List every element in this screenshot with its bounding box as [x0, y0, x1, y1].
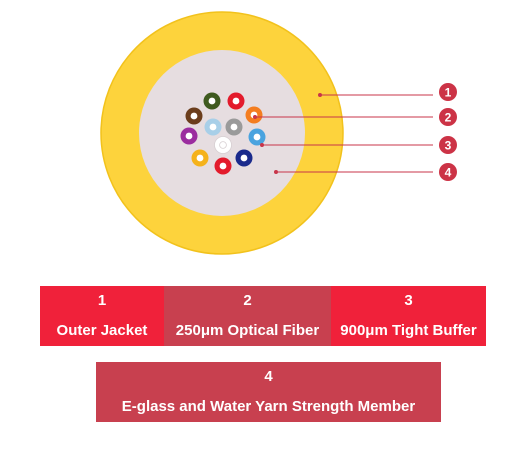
callout-number-4: 4: [445, 166, 452, 180]
legend-number: 2: [243, 292, 252, 309]
strength-member-core: [139, 50, 305, 216]
legend-optical-fiber: 2 250μm Optical Fiber: [164, 286, 331, 346]
callout-leaders: [253, 93, 433, 174]
legend-number: 1: [97, 292, 107, 309]
callout-number-1: 1: [445, 86, 452, 100]
legend-label: E-glass and Water Yarn Strength Member: [121, 398, 416, 415]
optical-fiber-red-lower: [219, 162, 227, 170]
optical-fiber-yellow: [196, 154, 204, 162]
legend-label: Outer Jacket: [56, 322, 148, 339]
optical-fiber-olive: [208, 97, 216, 105]
callout-badge-3: [439, 136, 457, 154]
legend-outer-jacket: 1 Outer Jacket: [40, 286, 164, 346]
legend-strength-member: 4 E-glass and Water Yarn Strength Member: [96, 362, 441, 422]
optical-fiber-red: [232, 97, 240, 105]
optical-fiber-gray: [230, 123, 238, 131]
optical-fiber-light-blue: [253, 133, 261, 141]
cable-cross-section-diagram: 1 2 3 4: [100, 11, 457, 255]
legend-tight-buffer: 3 900μm Tight Buffer: [331, 286, 486, 346]
fiber-bundle: [180, 92, 266, 175]
callout-badge-2: [439, 108, 457, 126]
optical-fiber-navy: [240, 154, 248, 162]
optical-fiber-violet: [185, 132, 193, 140]
callout-badge-4: [439, 163, 457, 181]
legend-label: 900μm Tight Buffer: [340, 322, 477, 339]
callout-badges: 1 2 3 4: [439, 83, 457, 181]
legend-number: 3: [404, 292, 413, 309]
callout-number-2: 2: [445, 111, 452, 125]
legend-label: 250μm Optical Fiber: [175, 322, 320, 339]
callout-number-3: 3: [445, 139, 452, 153]
optical-fiber-white: [219, 141, 227, 149]
legend-number: 4: [264, 368, 273, 385]
optical-fiber-brown: [190, 112, 198, 120]
callout-badge-1: [439, 83, 457, 101]
optical-fiber-pale-blue: [209, 123, 217, 131]
